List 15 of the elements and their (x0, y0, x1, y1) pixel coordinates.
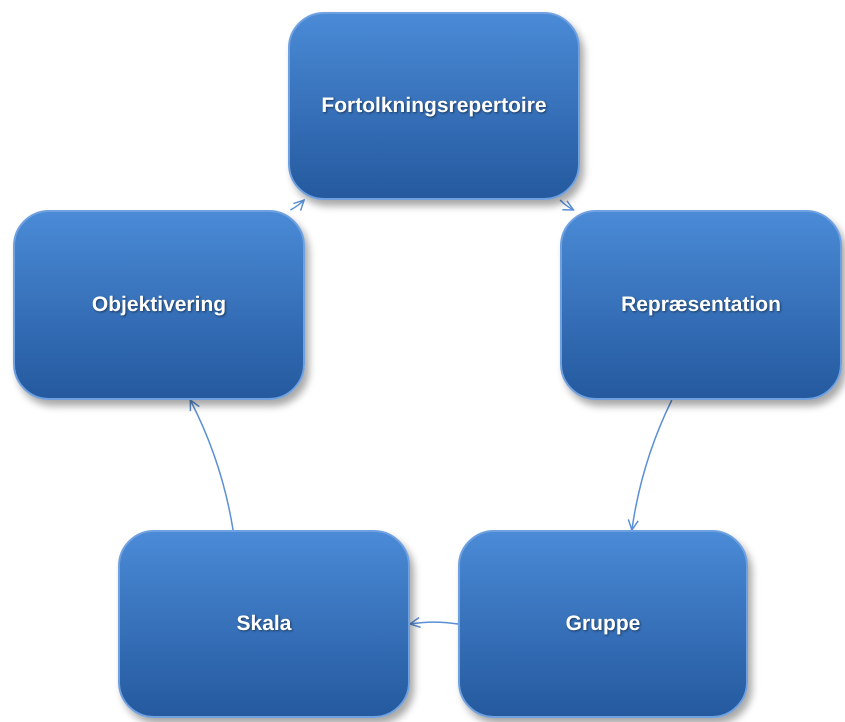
process-box (13, 210, 305, 400)
box-label: Skala (236, 611, 292, 638)
process-box (560, 210, 842, 400)
arrow (628, 400, 672, 531)
box-label: Fortolkningsrepertoire (320, 93, 548, 120)
process-box (458, 530, 748, 718)
arrow (290, 199, 305, 212)
process-box (288, 12, 580, 200)
process-box (118, 530, 410, 718)
box-label: Gruppe (564, 611, 642, 638)
arrow (409, 616, 458, 628)
arrow (190, 399, 234, 530)
box-label: Objektivering (90, 292, 228, 318)
box-label: Repræsentation (620, 292, 782, 318)
arrow (560, 199, 574, 211)
